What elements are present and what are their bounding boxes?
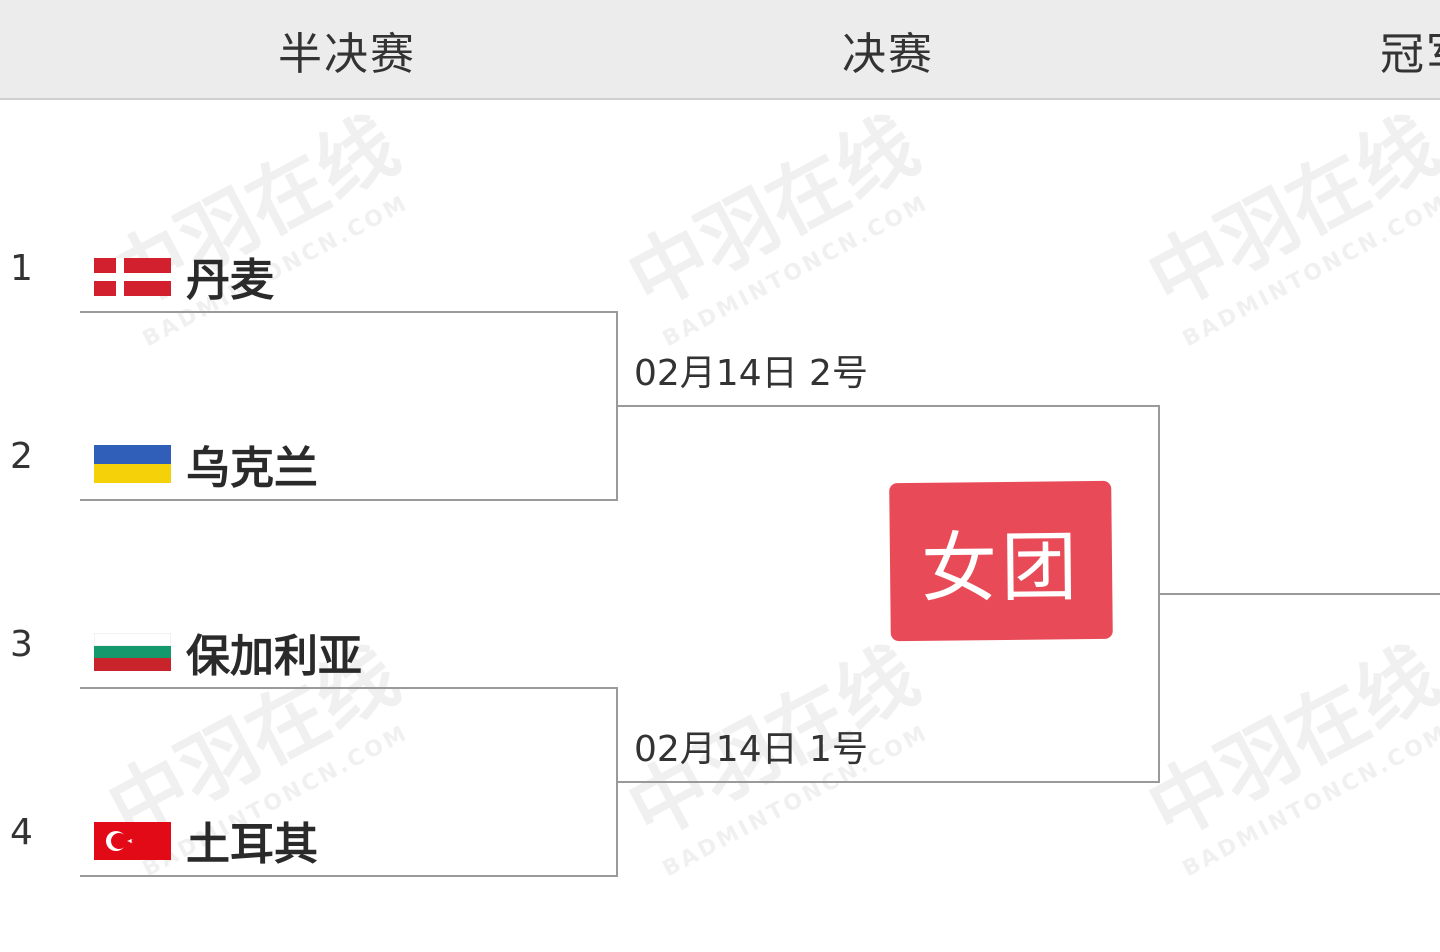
seed-number: 2 [10, 436, 33, 477]
team-name: 土耳其 [186, 819, 318, 870]
event-badge: 女团 [889, 480, 1113, 642]
match-schedule-label: 02月14日 1号 [634, 729, 868, 770]
bracket-line [616, 405, 1160, 407]
bracket-line [80, 499, 618, 501]
seed-number: 3 [10, 624, 33, 665]
seed-number: 4 [10, 812, 33, 853]
turkey-flag-icon [94, 822, 171, 860]
bracket-line [80, 875, 618, 877]
round-champion: 冠军 [1380, 29, 1440, 80]
bracket-line [80, 311, 618, 313]
round-final: 决赛 [842, 29, 934, 80]
bracket-line [1158, 593, 1440, 595]
seed-number: 1 [10, 248, 33, 289]
ukraine-flag-icon [94, 445, 171, 483]
round-header: 半决赛 决赛 冠军 [0, 0, 1440, 100]
team-name: 乌克兰 [186, 443, 318, 494]
denmark-flag-icon [94, 258, 171, 296]
bulgaria-flag-icon [94, 633, 171, 671]
match-schedule-label: 02月14日 2号 [634, 353, 868, 394]
team-name: 丹麦 [186, 255, 274, 306]
team-name: 保加利亚 [186, 631, 362, 682]
bracket-line [80, 687, 618, 689]
round-semifinal: 半决赛 [278, 29, 416, 80]
event-badge-label: 女团 [920, 522, 1082, 613]
bracket-line [616, 781, 1160, 783]
